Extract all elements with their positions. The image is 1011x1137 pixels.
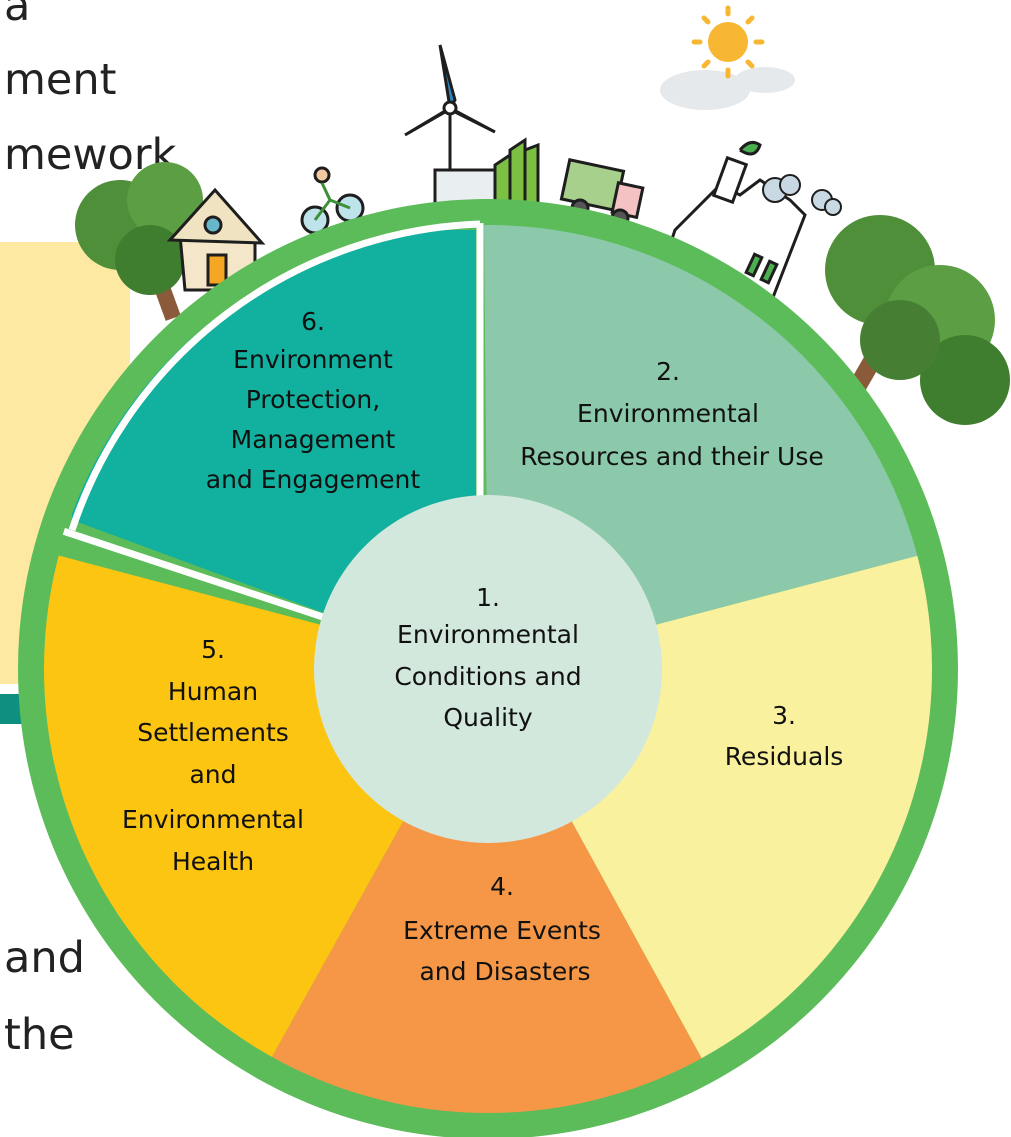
segment-1-line: Environmental: [397, 620, 579, 649]
segment-2-number: 2.: [656, 357, 680, 386]
sun-icon: [691, 5, 765, 79]
background-text-line-1: a: [4, 0, 31, 31]
segment-5-line: Health: [172, 847, 254, 876]
tree-icon: [75, 162, 203, 321]
segment-6-line: Management: [231, 425, 396, 454]
segment-4-line: and Disasters: [419, 957, 590, 986]
segment-6-line: Environment: [233, 345, 393, 374]
segment-6-line: and Engagement: [206, 465, 421, 494]
background-text-line-5: the: [4, 1010, 75, 1060]
segment-5-line: and: [189, 760, 236, 789]
tree-icon: [818, 215, 1010, 445]
segment-5-line: Human: [168, 677, 258, 706]
segment-6-border: [68, 220, 481, 532]
cyclist-icon: [300, 166, 365, 235]
wind-turbine-icon: [404, 44, 496, 178]
segment-5-line: Environmental: [122, 805, 304, 834]
segment-6-number: 6.: [301, 307, 325, 336]
background-text-line-2: ment: [4, 55, 117, 105]
segment-4-number: 4.: [490, 872, 514, 901]
segment-1-center: [314, 495, 662, 843]
segment-2-line: Environmental: [577, 399, 759, 428]
segment-3-number: 3.: [772, 701, 796, 730]
segment-5-line: Settlements: [137, 718, 289, 747]
segment-6-line: Protection,: [246, 385, 380, 414]
cloud-icon: [660, 67, 795, 110]
background-text-line-4: and: [4, 933, 85, 983]
segment-5-number: 5.: [201, 635, 225, 664]
cloud-icon: [762, 174, 842, 216]
segment-1-line: Quality: [443, 703, 533, 732]
segment-4-extreme-events: [220, 669, 752, 1113]
segment-2-line: Resources and their Use: [520, 442, 824, 471]
segment-1-line: Conditions and: [394, 662, 581, 691]
segment-4-line: Extreme Events: [403, 916, 601, 945]
segment-3-line: Residuals: [725, 742, 844, 771]
segment-1-number: 1.: [476, 583, 500, 612]
